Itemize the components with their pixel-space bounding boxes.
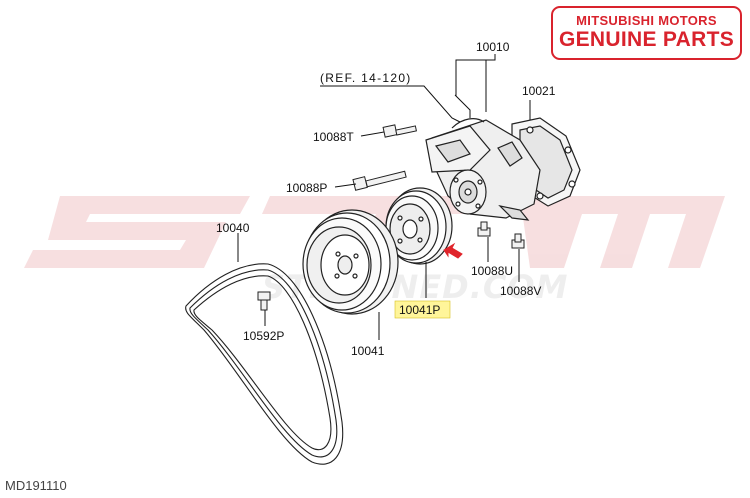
callout-10021[interactable]: 10021 — [522, 84, 556, 98]
genuine-parts-badge: MITSUBISHI MOTORS GENUINE PARTS — [551, 6, 742, 60]
callout-10010[interactable]: 10010 — [476, 40, 510, 54]
bolt-10088p — [352, 170, 407, 191]
callout-10041[interactable]: 10041 — [351, 344, 385, 358]
bolt-10088t — [382, 124, 417, 138]
crankshaft-pulley — [302, 209, 399, 315]
callout-10088u[interactable]: 10088U — [471, 264, 513, 278]
callout-10040[interactable]: 10040 — [216, 221, 250, 235]
badge-title: GENUINE PARTS — [558, 28, 735, 51]
callout-10041p[interactable]: 10041P — [399, 303, 440, 317]
diagram-id: MD191110 — [5, 478, 67, 493]
leader-lines — [237, 54, 531, 340]
bolt-10088u — [477, 221, 491, 237]
highlight-box-10041p — [394, 300, 451, 319]
callout-10088p[interactable]: 10088P — [286, 181, 327, 195]
bolt-10592p — [257, 291, 271, 311]
callout-10592p[interactable]: 10592P — [243, 329, 284, 343]
callout-10088t[interactable]: 10088T — [313, 130, 354, 144]
highlight-arrow — [443, 242, 463, 259]
water-pump-assembly — [425, 117, 581, 221]
drive-belt — [185, 263, 344, 465]
callout-ref-14-120[interactable]: (REF. 14-120) — [320, 71, 412, 85]
water-pump-pulley — [385, 187, 453, 265]
badge-brand: MITSUBISHI MOTORS — [576, 13, 717, 28]
callout-10088v[interactable]: 10088V — [500, 284, 541, 298]
bolt-10088v — [511, 233, 525, 249]
